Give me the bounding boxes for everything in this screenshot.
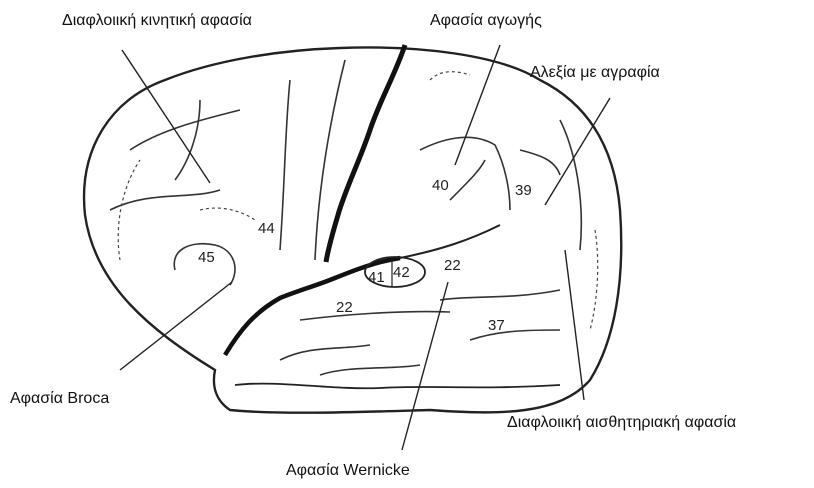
area-41: 41: [368, 269, 385, 286]
area-44: 44: [258, 220, 275, 237]
area-39: 39: [515, 182, 532, 199]
temporal-lower-boundary: [235, 384, 560, 389]
label-broca-aphasia: Αφασία Broca: [10, 390, 109, 408]
area-37: 37: [488, 317, 505, 334]
leader-broca: [120, 282, 232, 370]
leader-transcortical-sensory: [565, 250, 584, 400]
label-transcortical-motor: Διαφλοιική κινητική αφασία: [62, 12, 252, 30]
area-22-upper: 22: [444, 257, 461, 274]
dashed-sulci: [118, 72, 598, 330]
area-45: 45: [198, 249, 215, 266]
label-transcortical-sensory: Διαφλοιική αισθητηριακή αφασία: [507, 414, 736, 432]
area-40: 40: [432, 177, 449, 194]
leader-conduction: [455, 45, 500, 165]
area-42: 42: [393, 264, 410, 281]
temporal-lobe-upper-edge: [400, 225, 500, 258]
leader-alexia-agraphia: [545, 98, 610, 205]
brain-outline: [84, 47, 621, 412]
central-sulcus: [326, 45, 405, 262]
label-alexia-agraphia: Αλεξία με αγραφία: [530, 64, 660, 82]
label-conduction-aphasia: Αφασία αγωγής: [430, 12, 542, 30]
area-22-lower: 22: [336, 299, 353, 316]
label-wernicke-aphasia: Αφασία Wernicke: [286, 462, 410, 480]
sulci: [110, 60, 581, 375]
leader-lines: [120, 45, 610, 450]
